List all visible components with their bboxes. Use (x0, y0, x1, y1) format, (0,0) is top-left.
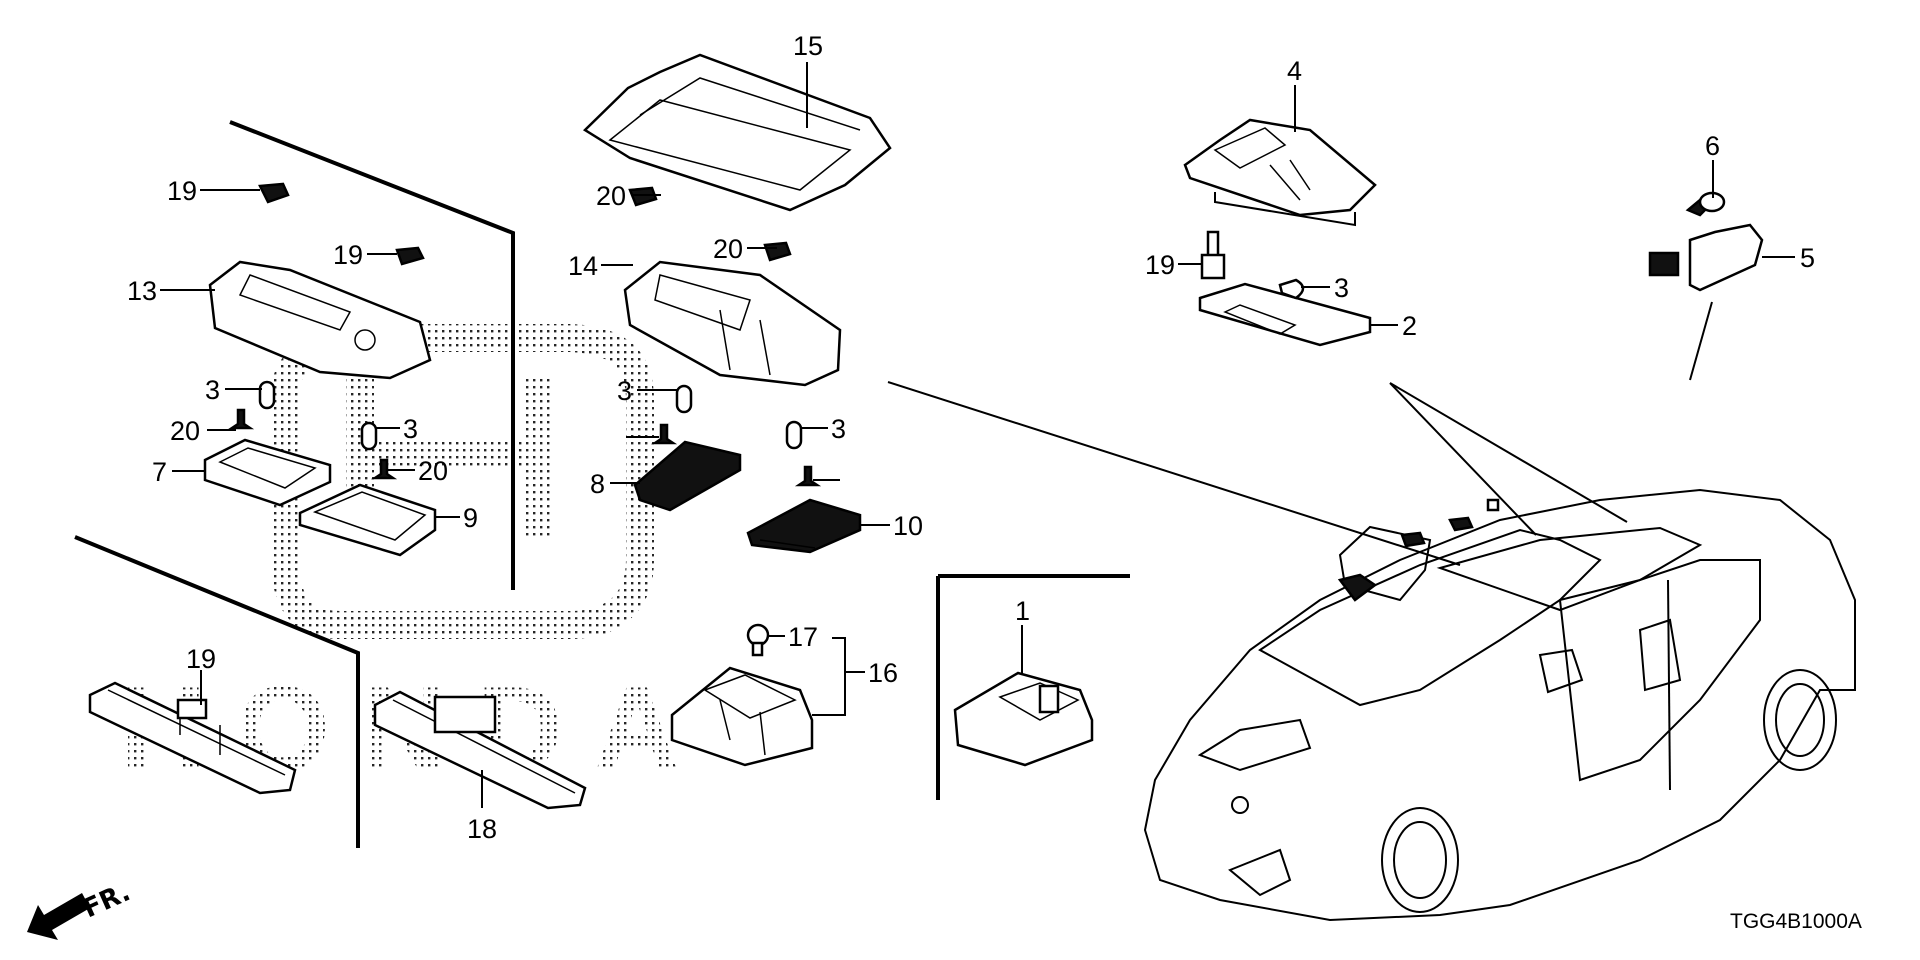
part-11-map-light-base[interactable] (208, 260, 432, 380)
callout-6: 6 (1705, 131, 1720, 161)
callout-10: 10 (893, 511, 923, 541)
part-15-screw[interactable] (746, 623, 770, 657)
callout-15: 17 (788, 622, 818, 652)
part-9-lens[interactable] (298, 483, 437, 557)
bracket-14-15 (812, 637, 846, 716)
roof-console-location (1337, 573, 1378, 602)
callout-19-b: 19 (333, 240, 363, 270)
part-4-interior-light-assembly[interactable] (1183, 118, 1377, 217)
callout-20-b: 20 (418, 456, 448, 486)
part-8-lens-dark[interactable] (633, 440, 742, 512)
part-18-bolt[interactable] (1200, 230, 1226, 280)
callout-2: 2 (1402, 311, 1417, 341)
callout-3-e: 3 (1334, 273, 1349, 303)
diagram-code: TGG4B1000A (1730, 910, 1862, 933)
part-6-bulb[interactable] (1685, 191, 1726, 217)
section-dividers (74, 120, 1130, 848)
part-7-lens[interactable] (203, 438, 332, 507)
clip-icons (258, 182, 792, 266)
callout-7: 7 (152, 457, 167, 487)
part-12-map-light-base-sunroof[interactable] (623, 260, 842, 387)
callout-4: 4 (1287, 56, 1302, 86)
part-10-lens-dark[interactable] (746, 498, 862, 554)
front-direction-indicator: FR. (27, 877, 135, 940)
callout-19-c: 20 (596, 181, 626, 211)
part-17-map-light-bar[interactable] (88, 681, 297, 795)
part-16-map-light-bar-sunroof[interactable] (373, 690, 587, 810)
callout-leaders (160, 62, 1795, 808)
callout-20-a: 20 (170, 416, 200, 446)
part-5-cargo-light[interactable] (1648, 223, 1764, 292)
callout-1: 1 (1015, 596, 1030, 626)
callout-11: 13 (127, 276, 157, 306)
callout-3-a: 3 (205, 375, 220, 405)
callout-16: 18 (467, 814, 497, 844)
vehicle-leaders (887, 381, 1628, 566)
callout-13: 15 (793, 31, 823, 61)
callout-18: 19 (1145, 250, 1175, 280)
leader-5-car (1689, 301, 1713, 381)
front-arrow-icon (27, 893, 90, 940)
bracket-4-3 (1214, 192, 1356, 227)
part-2-lens[interactable] (1198, 282, 1372, 347)
callout-3-b: 3 (403, 414, 418, 444)
callout-19-a: 19 (167, 176, 197, 206)
bulb-icons (258, 278, 1305, 451)
callout-labels: 15 4 6 5 2 3 19 19 19 20 20 13 14 3 20 3… (127, 31, 1815, 844)
callout-14: 16 (868, 658, 898, 688)
front-label: FR. (79, 877, 135, 924)
callout-3-c: 3 (617, 376, 632, 406)
callout-12: 14 (568, 251, 598, 281)
callout-9: 9 (463, 503, 478, 533)
callout-3-d: 3 (831, 414, 846, 444)
callout-5: 5 (1800, 243, 1815, 273)
part-13-roof-console-housing[interactable] (582, 53, 892, 212)
callout-8: 8 (590, 469, 605, 499)
part-1-roof-console-unit[interactable] (953, 671, 1094, 767)
vehicle-illustration (1143, 488, 1856, 922)
screw-icons (227, 408, 822, 487)
callout-19-d: 20 (713, 234, 743, 264)
callout-17: 19 (186, 644, 216, 674)
part-14-switch-assembly[interactable] (670, 666, 814, 767)
